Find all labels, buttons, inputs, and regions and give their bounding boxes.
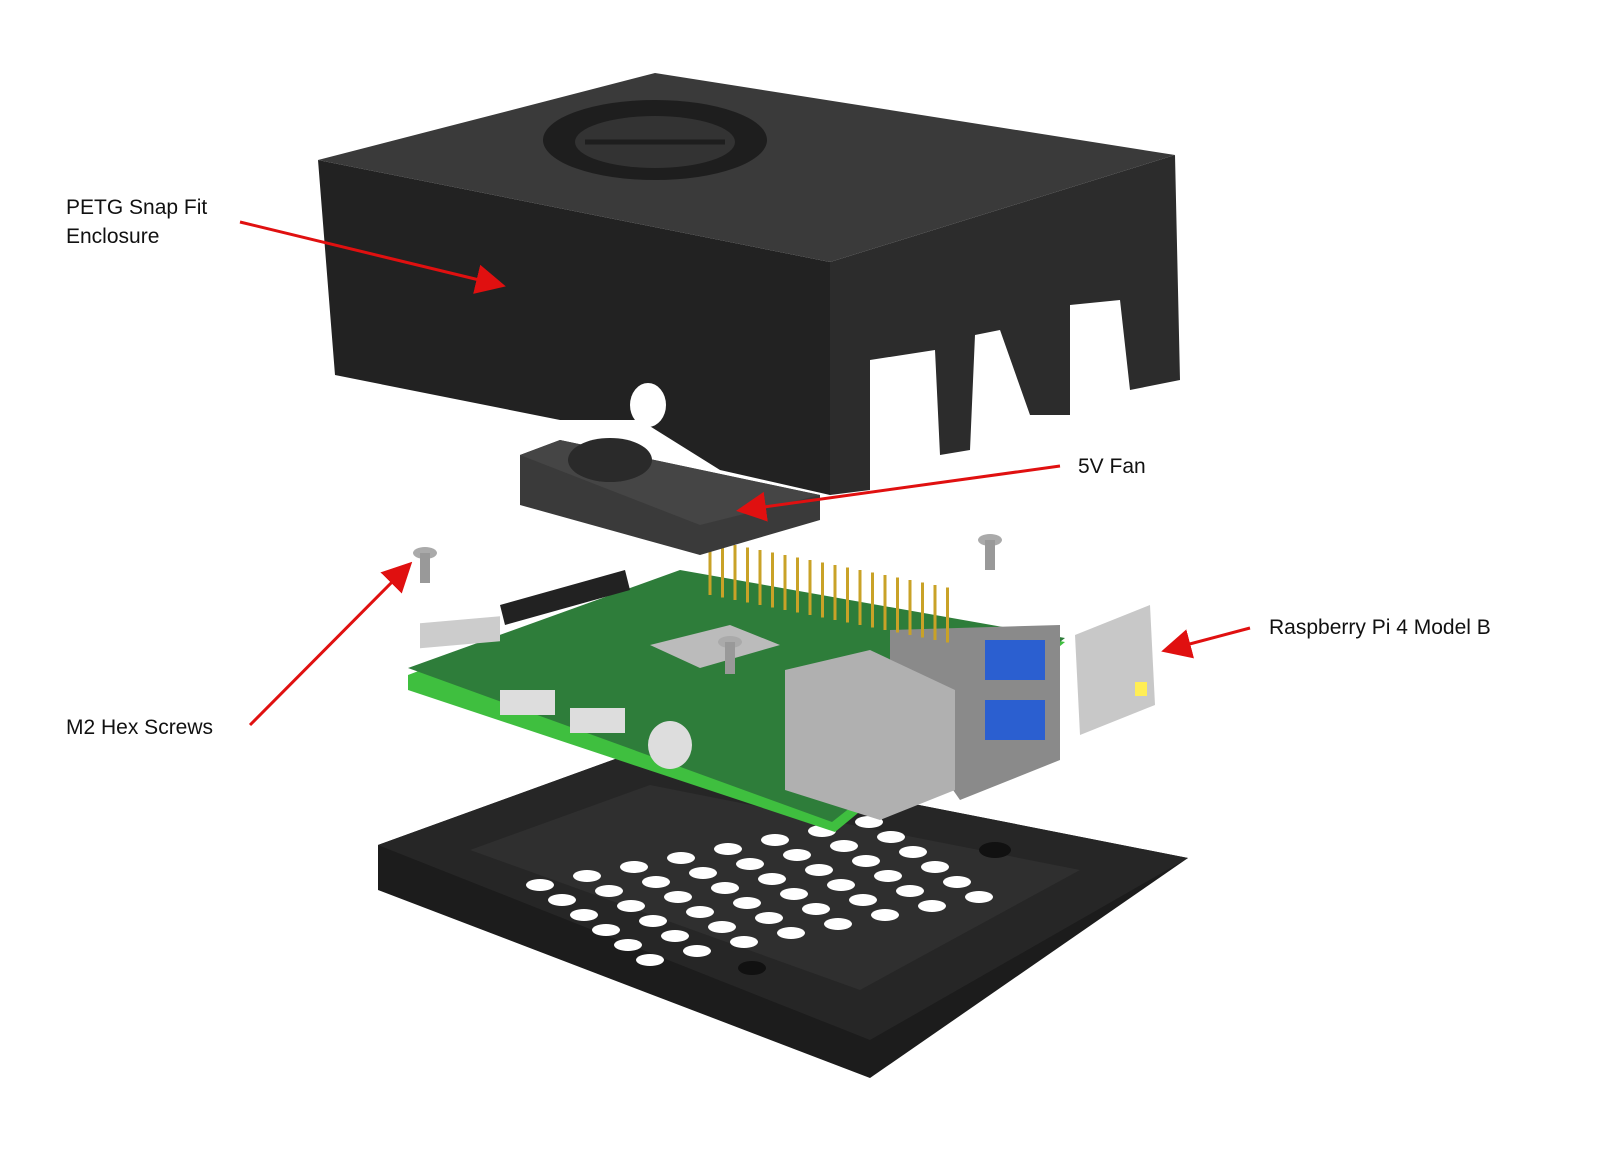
- vent-hole: [780, 888, 808, 900]
- vent-hole: [711, 882, 739, 894]
- arrow-enclosure: [239, 220, 506, 294]
- label-board: Raspberry Pi 4 Model B: [1269, 616, 1491, 639]
- arrow-board: [1161, 626, 1251, 659]
- vent-hole: [758, 873, 786, 885]
- vent-hole: [661, 930, 689, 942]
- vent-hole: [636, 954, 664, 966]
- vent-hole: [965, 891, 993, 903]
- vent-hole: [683, 945, 711, 957]
- vent-hole: [526, 879, 554, 891]
- vent-hole: [921, 861, 949, 873]
- bottom-tray: [378, 750, 1188, 1078]
- label-enclosure-line2: Enclosure: [66, 225, 160, 248]
- vent-hole: [573, 870, 601, 882]
- vent-hole: [614, 939, 642, 951]
- vent-hole: [899, 846, 927, 858]
- vent-hole: [592, 924, 620, 936]
- vent-hole: [777, 927, 805, 939]
- vent-hole: [617, 900, 645, 912]
- vent-hole: [918, 900, 946, 912]
- vent-hole: [570, 909, 598, 921]
- vent-hole: [783, 849, 811, 861]
- vent-hole: [943, 876, 971, 888]
- label-enclosure: PETG Snap Fit Enclosure: [66, 193, 207, 251]
- screw-center: [718, 636, 742, 674]
- top-enclosure: [318, 73, 1180, 495]
- vent-hole: [686, 906, 714, 918]
- vent-hole: [896, 885, 924, 897]
- vent-holes: [526, 816, 993, 966]
- label-enclosure-line1: PETG Snap Fit: [66, 196, 208, 219]
- vent-hole: [827, 879, 855, 891]
- vent-hole: [830, 840, 858, 852]
- vent-hole: [667, 852, 695, 864]
- vent-hole: [620, 861, 648, 873]
- vent-hole: [708, 921, 736, 933]
- vent-hole: [714, 843, 742, 855]
- vent-hole: [761, 834, 789, 846]
- label-fan: 5V Fan: [1078, 455, 1146, 478]
- vent-hole: [805, 864, 833, 876]
- screw-left: [413, 547, 437, 583]
- vent-hole: [664, 891, 692, 903]
- vent-hole: [877, 831, 905, 843]
- raspberry-pi-board: [408, 485, 1155, 832]
- vent-hole: [595, 885, 623, 897]
- vent-hole: [824, 918, 852, 930]
- vent-hole: [874, 870, 902, 882]
- vent-hole: [642, 876, 670, 888]
- arrow-screws: [248, 561, 413, 727]
- vent-hole: [852, 855, 880, 867]
- vent-hole: [802, 903, 830, 915]
- screw-right: [978, 534, 1002, 570]
- vent-hole: [733, 897, 761, 909]
- vent-hole: [639, 915, 667, 927]
- vent-hole: [755, 912, 783, 924]
- gpio-pins: [708, 540, 949, 643]
- label-screws: M2 Hex Screws: [66, 716, 214, 739]
- vent-hole: [548, 894, 576, 906]
- vent-hole: [855, 816, 883, 828]
- vent-hole: [849, 894, 877, 906]
- vent-hole: [871, 909, 899, 921]
- vent-hole: [736, 858, 764, 870]
- vent-hole: [730, 936, 758, 948]
- arrow-fan: [736, 464, 1061, 522]
- vent-hole: [689, 867, 717, 879]
